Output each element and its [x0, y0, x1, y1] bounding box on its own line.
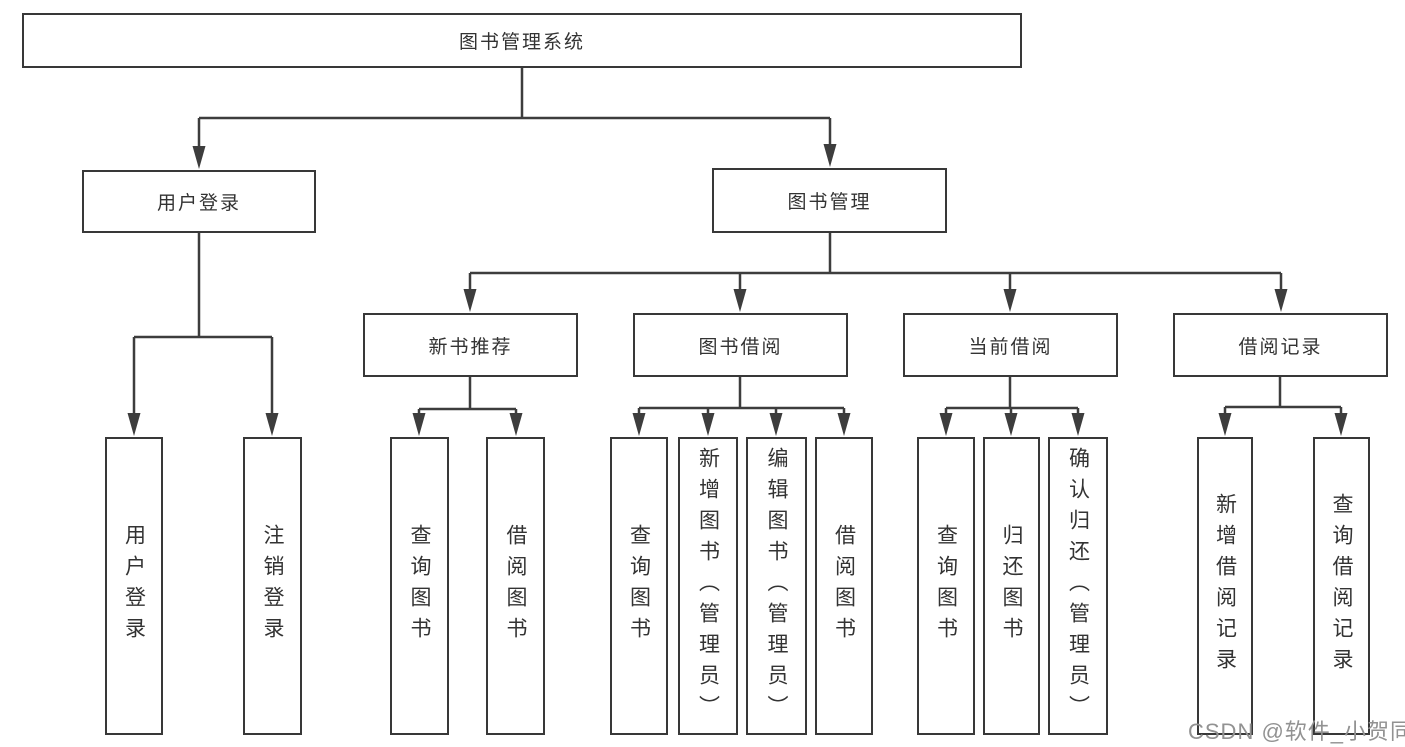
node-label: 当前借阅 — [968, 336, 1053, 358]
node-borrow-records: 借阅记录 — [1173, 313, 1388, 377]
leaf-label: 查询图书 — [408, 524, 431, 648]
node-label: 用户登录 — [156, 193, 241, 214]
leaf-user-login: 用户登录 — [105, 437, 163, 735]
leaf-add-book-admin: 新增图书（管理员） — [678, 437, 738, 735]
leaf-confirm-return-admin: 确认归还（管理员） — [1048, 437, 1108, 735]
leaf-query-borrow-record: 查询借阅记录 — [1313, 437, 1370, 735]
leaf-edit-book-admin: 编辑图书（管理员） — [746, 437, 807, 735]
node-library-management-system: 图书管理系统 — [22, 13, 1022, 68]
node-book-management: 图书管理 — [712, 168, 947, 233]
node-new-book-recommend: 新书推荐 — [363, 313, 578, 377]
leaf-label: 新增借阅记录 — [1213, 493, 1237, 679]
node-user-login: 用户登录 — [82, 170, 316, 233]
leaf-label: 查询图书 — [934, 524, 958, 648]
leaf-add-borrow-record: 新增借阅记录 — [1197, 437, 1253, 735]
node-label: 借阅记录 — [1238, 336, 1323, 358]
leaf-label: 编辑图书（管理员） — [765, 446, 788, 726]
node-label: 图书借阅 — [698, 336, 783, 358]
csdn-watermark: CSDN @软件_小贺同学 — [1188, 719, 1405, 744]
leaf-query-books: 查询图书 — [917, 437, 975, 735]
leaf-label: 借阅图书 — [832, 524, 856, 648]
leaf-label: 借阅图书 — [504, 524, 527, 648]
leaf-return-book: 归还图书 — [983, 437, 1040, 735]
leaf-borrow-books: 借阅图书 — [815, 437, 873, 735]
leaf-label: 注销登录 — [261, 524, 284, 648]
leaf-label: 查询借阅记录 — [1330, 493, 1353, 679]
node-label: 图书管理 — [787, 192, 872, 213]
leaf-label: 查询图书 — [627, 524, 651, 648]
leaf-query-books: 查询图书 — [610, 437, 668, 735]
leaf-borrow-books: 借阅图书 — [486, 437, 545, 735]
node-current-borrow: 当前借阅 — [903, 313, 1118, 377]
node-label: 新书推荐 — [428, 336, 513, 358]
leaf-query-books: 查询图书 — [390, 437, 449, 735]
leaf-label: 用户登录 — [122, 524, 146, 648]
leaf-label: 归还图书 — [1000, 524, 1023, 648]
leaf-logout: 注销登录 — [243, 437, 302, 735]
leaf-label: 新增图书（管理员） — [696, 446, 720, 726]
node-book-borrow: 图书借阅 — [633, 313, 848, 377]
leaf-label: 确认归还（管理员） — [1066, 446, 1090, 726]
node-label: 图书管理系统 — [458, 32, 585, 53]
